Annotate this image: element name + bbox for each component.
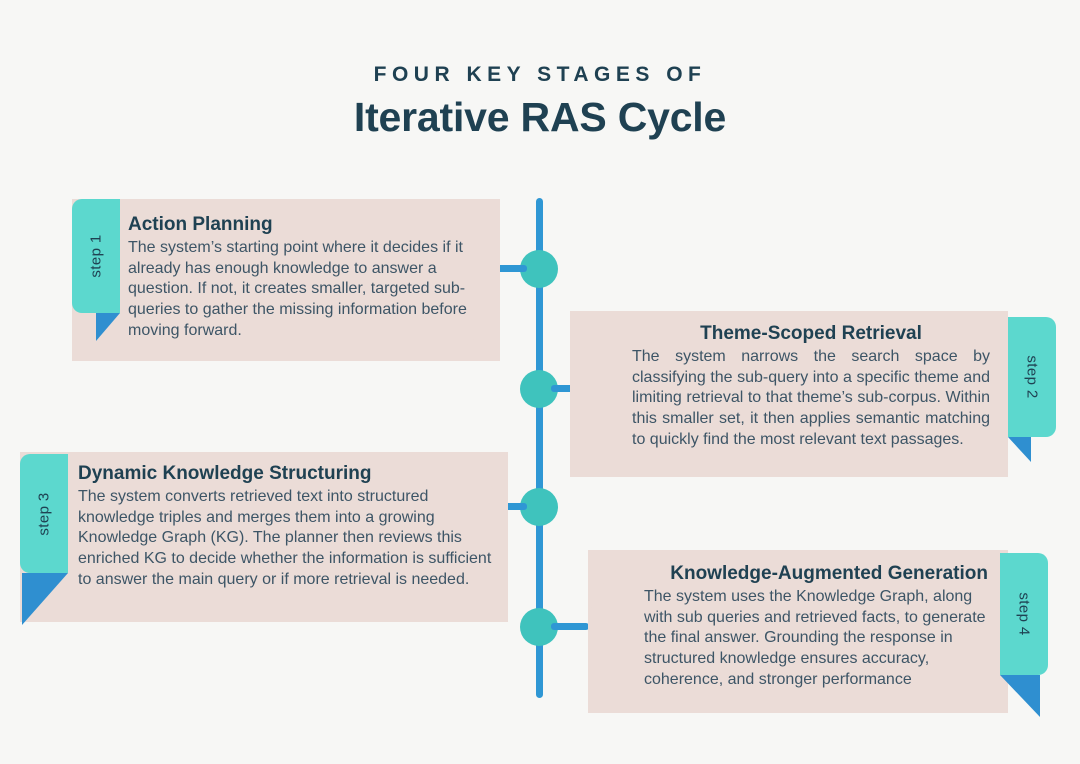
connector-step-3 bbox=[495, 503, 527, 510]
step-text-4: Knowledge-Augmented Generation The syste… bbox=[644, 562, 988, 691]
step-description-1: The system’s starting point where it dec… bbox=[128, 238, 467, 339]
step-heading-1: Action Planning bbox=[128, 214, 273, 235]
step-fold-2 bbox=[1008, 437, 1031, 462]
connector-step-2 bbox=[551, 385, 583, 392]
step-tab-label-1: step 1 bbox=[87, 234, 105, 278]
step-heading-4: Knowledge-Augmented Generation bbox=[670, 563, 988, 584]
step-card-3[interactable]: Dynamic Knowledge Structuring The system… bbox=[20, 452, 508, 622]
step-description-2: The system narrows the search space by c… bbox=[632, 347, 990, 448]
step-description-4: The system uses the Knowledge Graph, alo… bbox=[644, 587, 986, 688]
step-text-1: Action Planning The system’s starting po… bbox=[128, 213, 492, 342]
step-text-2: Theme-Scoped Retrieval The system narrow… bbox=[632, 322, 990, 451]
step-card-2[interactable]: Theme-Scoped Retrieval The system narrow… bbox=[570, 311, 1008, 477]
step-tab-2[interactable]: step 2 bbox=[1008, 317, 1056, 437]
step-fold-3 bbox=[22, 573, 68, 625]
connector-step-4 bbox=[551, 623, 589, 630]
connector-step-1 bbox=[495, 265, 527, 272]
step-fold-1 bbox=[96, 313, 120, 341]
step-tab-label-4: step 4 bbox=[1015, 592, 1033, 636]
timeline-axis bbox=[536, 198, 543, 698]
step-tab-label-2: step 2 bbox=[1023, 355, 1041, 399]
step-tab-1[interactable]: step 1 bbox=[72, 199, 120, 313]
step-heading-3: Dynamic Knowledge Structuring bbox=[78, 463, 372, 484]
step-card-1[interactable]: Action Planning The system’s starting po… bbox=[72, 199, 500, 361]
title-kicker: FOUR KEY STAGES OF bbox=[373, 63, 707, 86]
title-block: FOUR KEY STAGES OF Iterative RAS Cycle bbox=[0, 62, 1080, 141]
step-heading-2: Theme-Scoped Retrieval bbox=[700, 323, 922, 344]
step-text-3: Dynamic Knowledge Structuring The system… bbox=[78, 462, 506, 591]
step-tab-3[interactable]: step 3 bbox=[20, 454, 68, 573]
step-tab-4[interactable]: step 4 bbox=[1000, 553, 1048, 675]
step-card-4[interactable]: Knowledge-Augmented Generation The syste… bbox=[588, 550, 1008, 713]
step-fold-4 bbox=[1000, 675, 1040, 717]
page-title: Iterative RAS Cycle bbox=[353, 94, 727, 141]
step-description-3: The system converts retrieved text into … bbox=[78, 487, 492, 588]
step-tab-label-3: step 3 bbox=[35, 491, 53, 536]
